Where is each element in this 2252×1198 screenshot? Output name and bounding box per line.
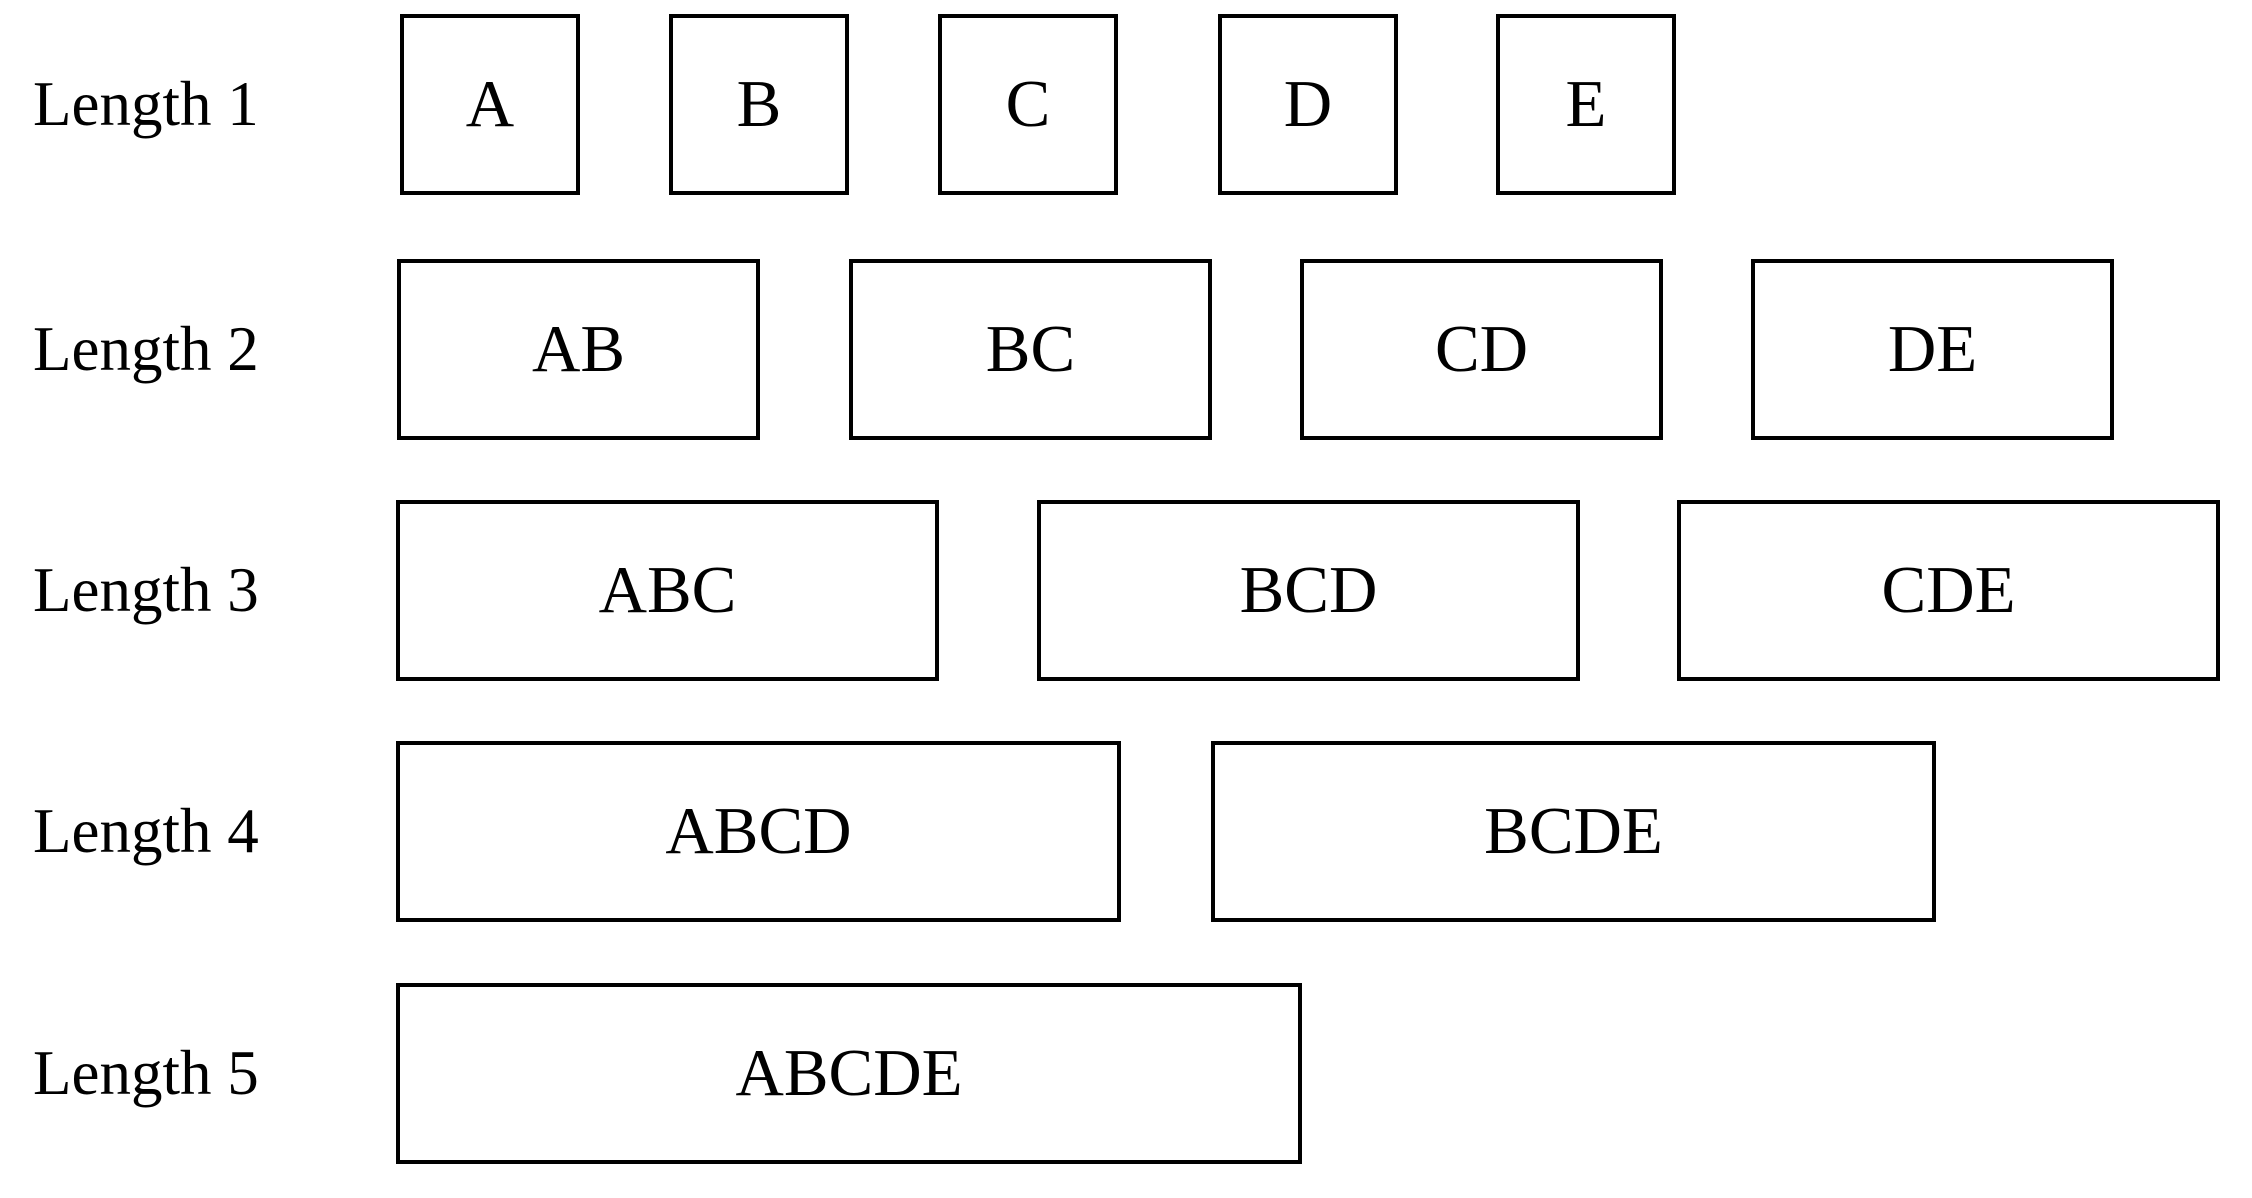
box-CD: CD	[1300, 259, 1663, 440]
row-label-length-4: Length 4	[33, 796, 259, 866]
box-DE: DE	[1751, 259, 2114, 440]
box-ABCD: ABCD	[396, 741, 1121, 922]
box-BCD: BCD	[1037, 500, 1580, 681]
box-A: A	[400, 14, 580, 195]
box-BC: BC	[849, 259, 1212, 440]
box-D: D	[1218, 14, 1398, 195]
box-C: C	[938, 14, 1118, 195]
row-label-length-1: Length 1	[33, 69, 259, 139]
row-label-length-5: Length 5	[33, 1038, 259, 1108]
box-B: B	[669, 14, 849, 195]
box-ABC: ABC	[396, 500, 939, 681]
box-AB: AB	[397, 259, 760, 440]
box-BCDE: BCDE	[1211, 741, 1936, 922]
box-E: E	[1496, 14, 1676, 195]
box-ABCDE: ABCDE	[396, 983, 1302, 1164]
box-CDE: CDE	[1677, 500, 2220, 681]
row-label-length-2: Length 2	[33, 314, 259, 384]
row-label-length-3: Length 3	[33, 555, 259, 625]
